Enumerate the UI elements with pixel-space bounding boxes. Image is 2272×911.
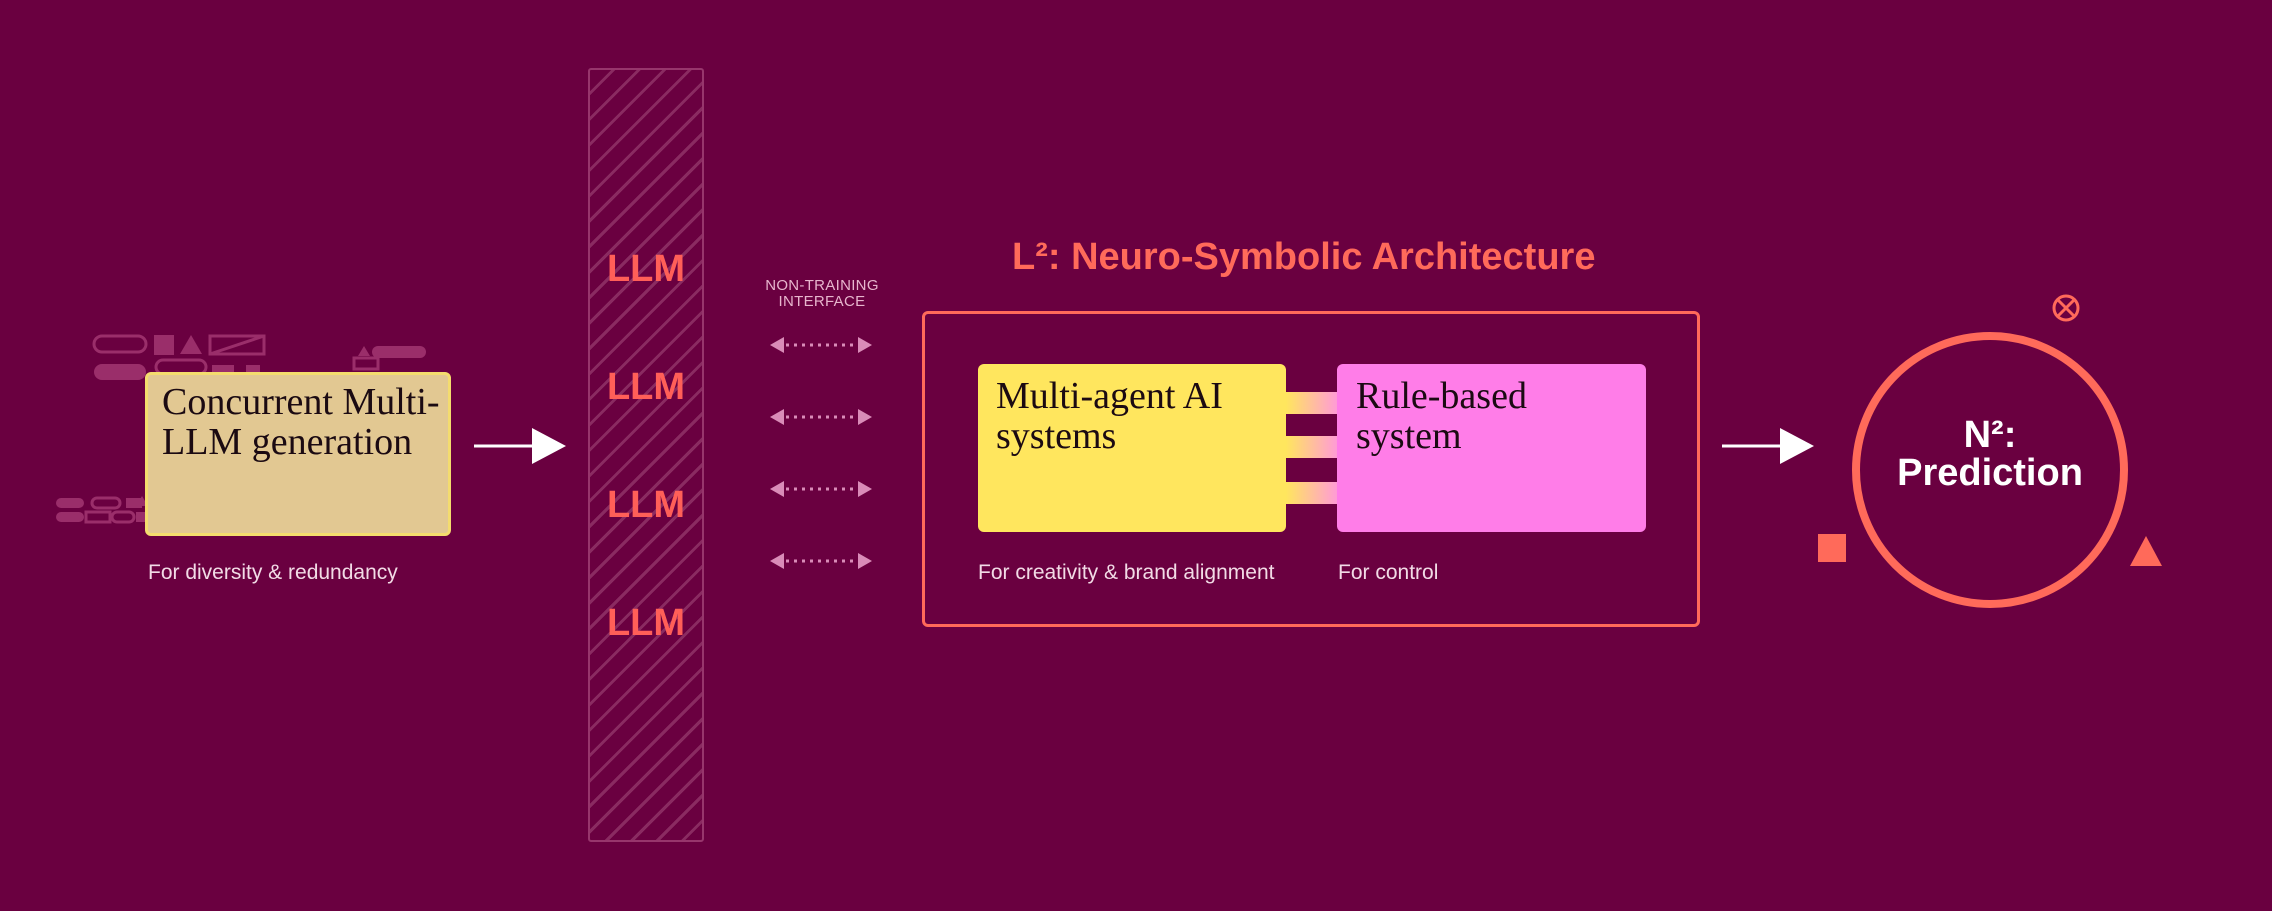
llm-label: LLM xyxy=(606,602,686,644)
box-connector xyxy=(1286,436,1338,458)
interface-label-line: NON-TRAINING xyxy=(765,277,879,294)
triangle-icon xyxy=(2130,536,2162,566)
prediction-label: Prediction xyxy=(1897,452,2083,494)
llm-label: LLM xyxy=(606,366,686,408)
concurrent-generation-box xyxy=(145,372,451,536)
architecture-title: L²: Neuro-Symbolic Architecture xyxy=(1012,236,1596,278)
rule-based-caption: For control xyxy=(1338,561,1439,584)
prediction-title: N²: xyxy=(1963,414,2017,456)
x-circle-icon xyxy=(2052,294,2080,322)
arrow-right-icon xyxy=(1722,428,1814,464)
multi-agent-caption: For creativity & brand alignment xyxy=(978,561,1275,584)
box-connector xyxy=(1286,482,1338,504)
llm-column xyxy=(588,68,704,842)
box-connector xyxy=(1286,392,1338,414)
rule-based-label: Rule-based system xyxy=(1356,375,1527,457)
rule-based-box xyxy=(1337,364,1646,532)
prediction-circle xyxy=(1852,332,2128,608)
concurrent-generation-label: Concurrent Multi-LLM generation xyxy=(162,381,440,463)
multi-agent-box xyxy=(978,364,1286,532)
concurrent-caption: For diversity & redundancy xyxy=(148,561,398,584)
interface-label-line: INTERFACE xyxy=(778,293,866,310)
non-training-interface-label: NON-TRAINING INTERFACE xyxy=(752,278,892,310)
multi-agent-label: Multi-agent AI systems xyxy=(996,375,1223,457)
double-arrow-dotted-icon xyxy=(770,337,872,569)
square-icon xyxy=(1818,534,1846,562)
llm-label: LLM xyxy=(606,484,686,526)
llm-label: LLM xyxy=(606,248,686,290)
architecture-frame xyxy=(922,311,1700,627)
arrow-right-icon xyxy=(474,428,566,464)
